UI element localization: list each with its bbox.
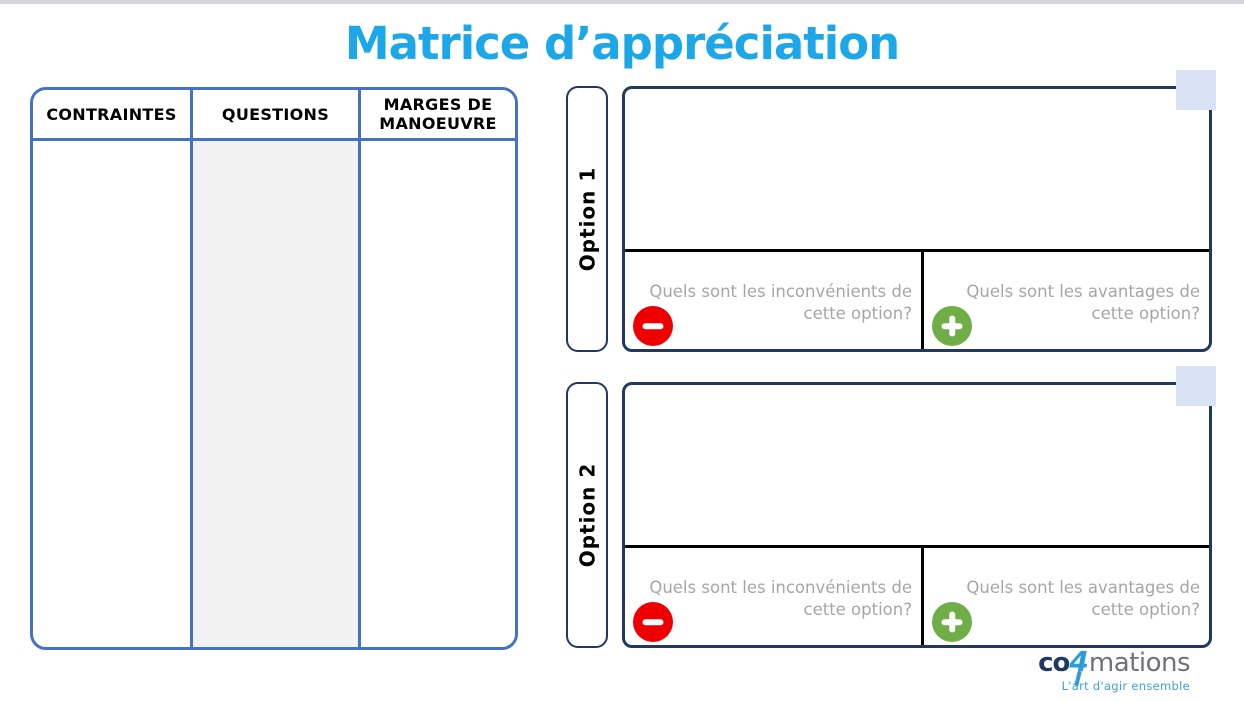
pros-placeholder-line2: cette option? xyxy=(1091,600,1201,619)
column-questions: QUESTIONS xyxy=(190,90,358,647)
option-2-label: Option 2 xyxy=(566,382,608,648)
logo-prefix: co xyxy=(1038,648,1070,678)
option-1-evaluation-row: Quels sont les inconvénients de cette op… xyxy=(625,249,1209,349)
plus-icon xyxy=(932,306,972,346)
column-marges: MARGES DE MANOEUVRE xyxy=(358,90,515,647)
option-1-cons-placeholder: Quels sont les inconvénients de cette op… xyxy=(649,281,912,325)
option-2-sticky-note-square[interactable] xyxy=(1176,366,1216,406)
option-1-label: Option 1 xyxy=(566,86,608,352)
option-2-panel: Quels sont les inconvénients de cette op… xyxy=(622,382,1212,648)
option-2-pros-placeholder: Quels sont les avantages de cette option… xyxy=(966,577,1200,621)
minus-icon xyxy=(633,602,673,642)
logo-digit: 4 xyxy=(1069,645,1089,687)
pros-placeholder-line1: Quels sont les avantages de xyxy=(966,578,1200,597)
option-1-cons-cell[interactable]: Quels sont les inconvénients de cette op… xyxy=(625,252,921,349)
minus-icon xyxy=(633,306,673,346)
option-1-panel: Quels sont les inconvénients de cette op… xyxy=(622,86,1212,352)
cons-placeholder-line1: Quels sont les inconvénients de xyxy=(649,578,912,597)
option-2-cons-placeholder: Quels sont les inconvénients de cette op… xyxy=(649,577,912,621)
cons-placeholder-line2: cette option? xyxy=(803,600,913,619)
option-1-pros-placeholder: Quels sont les avantages de cette option… xyxy=(966,281,1200,325)
questions-input-area[interactable] xyxy=(193,141,358,647)
plus-icon xyxy=(932,602,972,642)
contraintes-input-area[interactable] xyxy=(33,141,190,647)
option-1-pros-cell[interactable]: Quels sont les avantages de cette option… xyxy=(921,252,1209,349)
option-2-evaluation-row: Quels sont les inconvénients de cette op… xyxy=(625,545,1209,645)
cons-placeholder-line2: cette option? xyxy=(803,304,913,323)
option-1-notes-area[interactable] xyxy=(625,89,1209,249)
cons-placeholder-line1: Quels sont les inconvénients de xyxy=(649,282,912,301)
constraints-table: CONTRAINTES QUESTIONS MARGES DE MANOEUVR… xyxy=(30,87,518,650)
pros-placeholder-line2: cette option? xyxy=(1091,304,1201,323)
option-2-pros-cell[interactable]: Quels sont les avantages de cette option… xyxy=(921,548,1209,645)
option-1-label-text: Option 1 xyxy=(575,166,599,272)
option-1-sticky-note-square[interactable] xyxy=(1176,70,1216,110)
column-contraintes: CONTRAINTES xyxy=(33,90,190,647)
column-header-questions: QUESTIONS xyxy=(193,90,358,141)
logo-suffix: mations xyxy=(1088,648,1191,678)
marges-input-area[interactable] xyxy=(361,141,515,647)
page-title: Matrice d’appréciation xyxy=(344,17,900,70)
option-2-notes-area[interactable] xyxy=(625,385,1209,545)
column-header-marges: MARGES DE MANOEUVRE xyxy=(361,90,515,141)
option-2-cons-cell[interactable]: Quels sont les inconvénients de cette op… xyxy=(625,548,921,645)
option-2-label-text: Option 2 xyxy=(575,462,599,568)
column-header-contraintes: CONTRAINTES xyxy=(33,90,190,141)
logo-tagline: L'art d'agir ensemble xyxy=(1061,679,1190,693)
window-edge-strip xyxy=(0,0,1244,4)
pros-placeholder-line1: Quels sont les avantages de xyxy=(966,282,1200,301)
